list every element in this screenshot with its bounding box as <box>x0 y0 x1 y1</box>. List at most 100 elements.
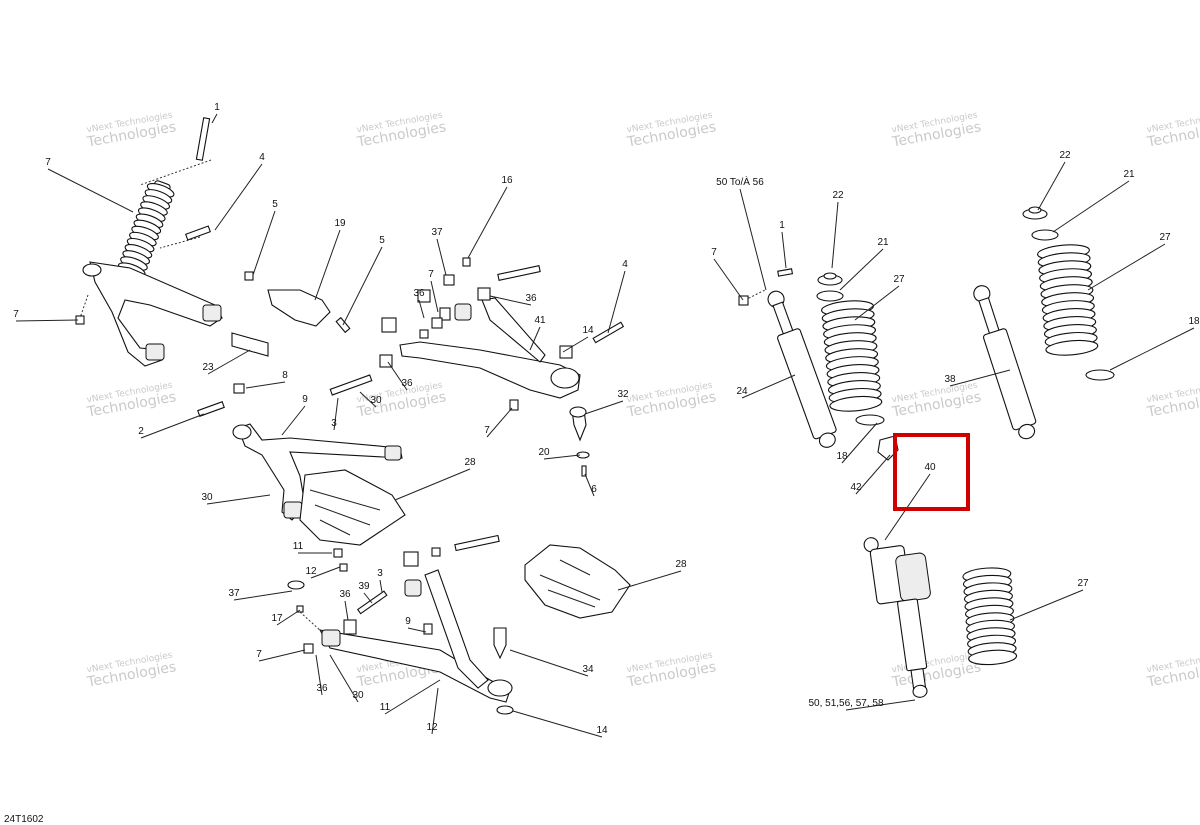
lower-arm-skid-drawing <box>232 423 631 619</box>
leader-line <box>584 473 595 497</box>
callout-label: 6 <box>591 484 597 495</box>
callout-label: 36 <box>316 683 328 694</box>
callout-label: 1 <box>214 102 220 113</box>
coil-spring-1 <box>821 300 883 412</box>
callout-label: 21 <box>877 237 889 248</box>
callout-label: 30 <box>201 492 213 503</box>
leader-line <box>562 336 589 353</box>
callout-label: 14 <box>596 725 608 736</box>
callout-label: 9 <box>405 616 411 627</box>
leader-line <box>529 326 541 351</box>
callout-label: 28 <box>675 559 687 570</box>
callout-label: 16 <box>501 175 513 186</box>
callout-label: 24 <box>736 386 748 397</box>
callout-label: 36 <box>413 288 425 299</box>
leader-line <box>831 201 839 269</box>
leader-line <box>342 246 383 326</box>
leader-line <box>214 163 263 231</box>
leader-line <box>854 285 900 321</box>
leader-line <box>363 592 373 604</box>
leader-line <box>233 590 293 601</box>
callout-label: 7 <box>256 649 262 660</box>
coil-spring-3 <box>962 567 1018 666</box>
callout-label: 22 <box>1059 150 1071 161</box>
callout-label: 30 <box>352 690 364 701</box>
leader-line <box>607 270 626 334</box>
leader-line <box>329 654 359 703</box>
callout-label: 22 <box>832 190 844 201</box>
callout-label: 38 <box>944 374 956 385</box>
leader-line <box>509 649 589 677</box>
leader-line <box>1087 243 1166 291</box>
leader-line <box>739 188 767 291</box>
leader-line <box>1037 161 1066 211</box>
callout-label: 14 <box>582 325 594 336</box>
leader-line <box>512 710 603 738</box>
callout-label: 42 <box>850 482 862 493</box>
leader-line <box>276 609 301 626</box>
leader-line <box>430 280 439 313</box>
callout-label: 3 <box>377 568 383 579</box>
callout-label: 5 <box>379 235 385 246</box>
leader-line <box>431 687 439 735</box>
callout-label: 27 <box>1159 232 1171 243</box>
leader-line <box>245 381 286 389</box>
leader-line <box>781 231 787 269</box>
callout-label: 11 <box>380 702 391 713</box>
callout-label: 23 <box>202 362 214 373</box>
callout-label: 11 <box>293 541 304 552</box>
callout-label: 5 <box>272 199 278 210</box>
leader-line <box>384 679 441 715</box>
callout-label: 2 <box>138 426 144 437</box>
callout-label: 40 <box>924 462 936 473</box>
callout-label: 36 <box>339 589 351 600</box>
callout-label: 28 <box>464 457 476 468</box>
leader-line <box>207 349 251 375</box>
leader-line <box>359 391 377 408</box>
leader-line <box>489 295 532 306</box>
leader-lines <box>15 113 1195 738</box>
callout-label: 37 <box>228 588 240 599</box>
leader-line <box>1109 327 1195 371</box>
leader-line <box>315 654 323 696</box>
callout-label: 18 <box>836 451 848 462</box>
leader-line <box>15 319 79 322</box>
leader-line <box>206 494 271 505</box>
leader-line <box>436 238 447 276</box>
callout-label: 7 <box>428 269 434 280</box>
leader-line <box>252 210 276 276</box>
leader-line <box>1052 180 1130 233</box>
callout-label: 19 <box>334 218 346 229</box>
callout-label: 1 <box>779 220 785 231</box>
leader-line <box>467 186 508 259</box>
front-shock-assembly-drawing <box>75 117 351 417</box>
highlight-box-part-40 <box>893 433 970 511</box>
callout-label: 7 <box>45 157 51 168</box>
callout-label: 30 <box>370 395 382 406</box>
callout-label: 4 <box>622 259 628 270</box>
leader-line <box>949 369 1011 387</box>
leader-line <box>407 627 427 633</box>
callout-label: 18 <box>1188 316 1200 327</box>
callout-label: 41 <box>534 315 546 326</box>
leader-line <box>486 407 513 438</box>
diagram-id: 24T1602 <box>4 814 44 825</box>
callout-label: 39 <box>358 581 370 592</box>
leader-line <box>333 397 339 431</box>
leader-line <box>543 454 581 460</box>
rear-shocks-drawing <box>738 206 1115 698</box>
callout-label: 36 <box>401 378 413 389</box>
callout-label: 32 <box>617 389 629 400</box>
callout-label: 3 <box>331 418 337 429</box>
leader-line <box>140 413 205 439</box>
leader-line <box>310 566 341 579</box>
